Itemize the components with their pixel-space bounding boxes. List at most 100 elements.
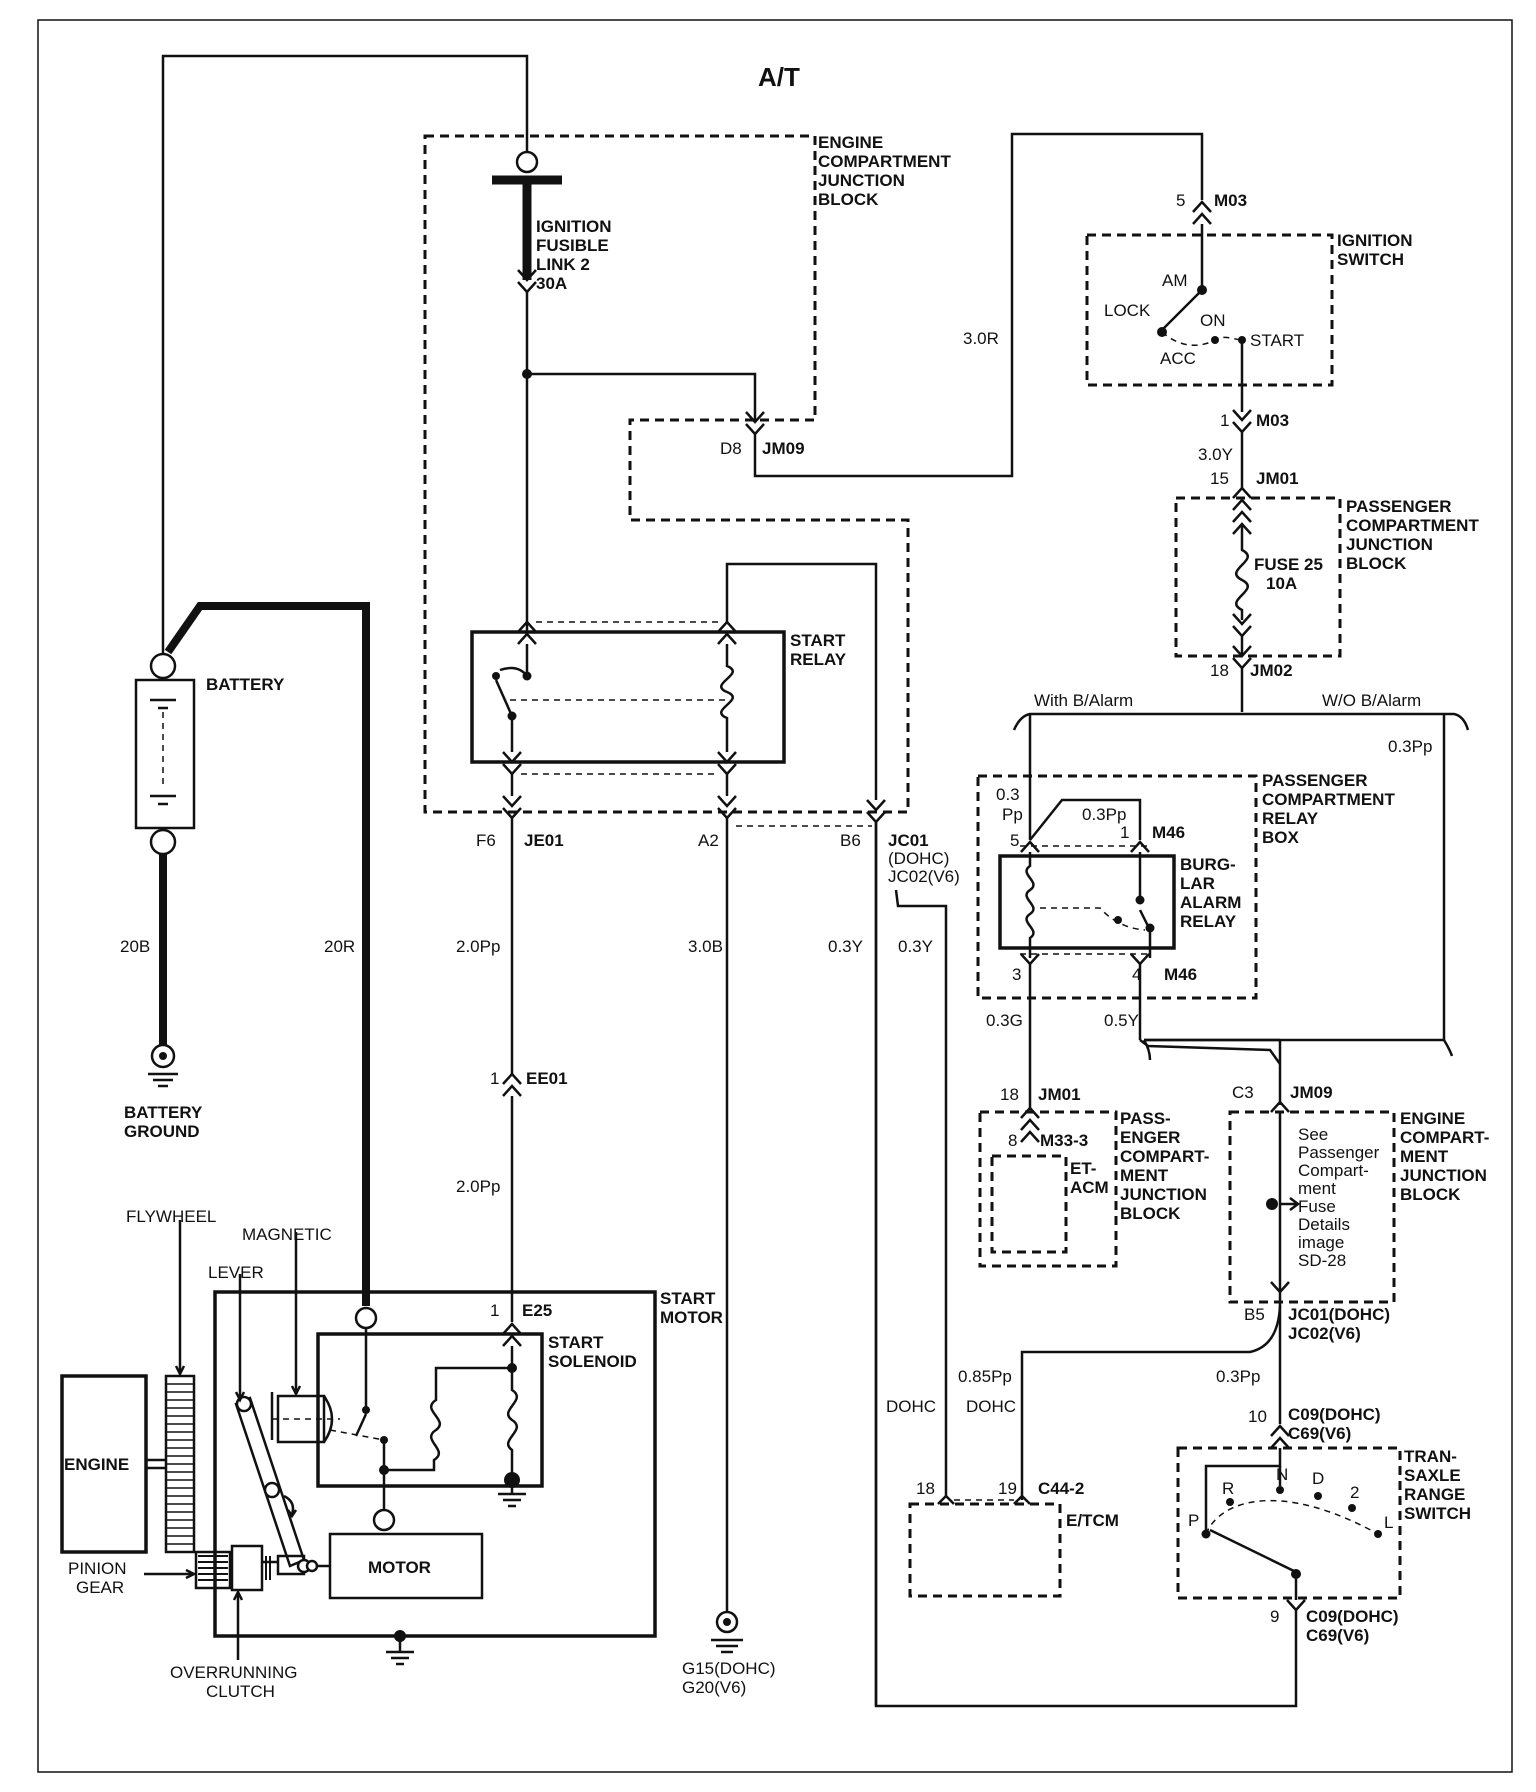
svg-text:BLOCK: BLOCK — [818, 190, 879, 209]
et-acm: ET- ACM — [990, 1154, 1109, 1254]
diagram-title: A/T — [758, 62, 800, 92]
connector-b6: B6 — [840, 831, 861, 850]
engine-compartment-junction-block-bottom: ENGINE COMPART- MENT JUNCTION BLOCK — [1228, 1109, 1489, 1304]
svg-text:CLUTCH: CLUTCH — [206, 1682, 275, 1701]
wire-20r — [164, 602, 370, 1306]
connector-je01: JE01 — [524, 831, 564, 850]
svg-text:RANGE: RANGE — [1404, 1485, 1465, 1504]
option-with-balarm: With B/Alarm — [1034, 691, 1133, 710]
svg-text:See: See — [1298, 1125, 1328, 1144]
svg-text:30A: 30A — [536, 274, 567, 293]
connector-pin5: 5 — [1010, 831, 1019, 850]
svg-text:19: 19 — [998, 1479, 1017, 1498]
svg-text:MAGNETIC: MAGNETIC — [242, 1225, 332, 1244]
connector-jm02: JM02 — [1250, 661, 1293, 680]
svg-text:SWITCH: SWITCH — [1337, 250, 1404, 269]
connector-m03-pin1: 1 — [1220, 411, 1229, 430]
ground-g15: G15(DOHC) G20(V6) — [682, 1610, 776, 1697]
svg-text:BOX: BOX — [1262, 828, 1300, 847]
svg-text:RELAY: RELAY — [790, 650, 847, 669]
wire-label-3-0y: 3.0Y — [1198, 445, 1233, 464]
wire-label-0-85pp: 0.85Pp — [958, 1367, 1012, 1386]
svg-text:ACM: ACM — [1070, 1178, 1109, 1197]
wire-relay-coil-loop — [725, 562, 878, 800]
wire-label-0-3-pp-relay-a: 0.3 — [996, 785, 1020, 804]
svg-text:GROUND: GROUND — [124, 1122, 200, 1141]
pass-compartment-junction-block-bottom: PASS- ENGER COMPART- MENT JUNCTION BLOCK — [978, 1109, 1209, 1268]
wire-to-jm09-d8 — [525, 292, 757, 632]
svg-text:OVERRUNNING: OVERRUNNING — [170, 1663, 298, 1682]
wire-label-0-3-pp-relay-b: Pp — [1002, 805, 1023, 824]
svg-text:BLOCK: BLOCK — [1346, 554, 1407, 573]
svg-text:BURG-: BURG- — [1180, 855, 1236, 874]
wire-label-0-5y: 0.5Y — [1104, 1011, 1139, 1030]
connector-c09-pin9: 9 — [1270, 1607, 1279, 1626]
svg-text:LAR: LAR — [1180, 874, 1215, 893]
burglar-alarm-relay: BURG- LAR ALARM RELAY — [998, 840, 1241, 966]
wire-label-0-3y-a: 0.3Y — [828, 937, 863, 956]
svg-text:FUSIBLE: FUSIBLE — [536, 236, 609, 255]
connector-c69-bottom: C69(V6) — [1306, 1626, 1369, 1645]
battery-ground: BATTERY GROUND — [124, 1043, 203, 1141]
magnetic-plunger: MAGNETIC — [242, 1225, 340, 1444]
svg-text:COMPART-: COMPART- — [1400, 1128, 1489, 1147]
see-note: See Passenger Compart- ment Fuse Details… — [1298, 1125, 1380, 1270]
connector-jc01-top: JC01 — [888, 831, 929, 850]
connector-m03-bottom: M03 — [1256, 411, 1289, 430]
connector-jc02-top: JC02(V6) — [888, 867, 960, 886]
pinion-gear-label: PINION GEAR — [68, 1559, 197, 1597]
wire-label-20b: 20B — [120, 937, 150, 956]
svg-text:JUNCTION: JUNCTION — [1346, 535, 1433, 554]
svg-text:SAXLE: SAXLE — [1404, 1466, 1461, 1485]
svg-text:COMPARTMENT: COMPARTMENT — [1346, 516, 1479, 535]
svg-text:R: R — [1222, 1479, 1234, 1498]
svg-text:image: image — [1298, 1233, 1344, 1252]
svg-text:E/TCM: E/TCM — [1066, 1511, 1119, 1530]
connector-m33-pin8: 8 — [1008, 1131, 1017, 1150]
svg-text:BLOCK: BLOCK — [1120, 1204, 1181, 1223]
connector-d8: D8 — [720, 439, 742, 458]
svg-text:BLOCK: BLOCK — [1400, 1185, 1461, 1204]
svg-text:D: D — [1312, 1469, 1324, 1488]
connector-ee01-pin1: 1 — [490, 1069, 499, 1088]
svg-text:PASSENGER: PASSENGER — [1262, 771, 1368, 790]
svg-text:MENT: MENT — [1120, 1166, 1169, 1185]
connector-m33-3: M33-3 — [1040, 1131, 1088, 1150]
connector-c09-pin10: 10 — [1248, 1407, 1267, 1426]
svg-text:ENGINE: ENGINE — [818, 133, 883, 152]
svg-text:ENGINE: ENGINE — [1400, 1109, 1465, 1128]
svg-text:START: START — [790, 631, 846, 650]
connector-m46-bottom: M46 — [1164, 965, 1197, 984]
svg-text:PASS-: PASS- — [1120, 1109, 1171, 1128]
engine-block: ENGINE — [60, 1374, 148, 1554]
svg-text:SD-28: SD-28 — [1298, 1251, 1346, 1270]
motor: MOTOR — [328, 1508, 484, 1600]
svg-text:PASSENGER: PASSENGER — [1346, 497, 1452, 516]
wire-label-0-3pp-right: 0.3Pp — [1388, 737, 1432, 756]
svg-text:ALARM: ALARM — [1180, 893, 1241, 912]
svg-text:START: START — [548, 1333, 604, 1352]
connector-jm01-pin15: 15 — [1210, 469, 1229, 488]
connector-c69-top: C69(V6) — [1288, 1424, 1351, 1443]
connector-jm01-top: JM01 — [1256, 469, 1299, 488]
svg-text:JUNCTION: JUNCTION — [1120, 1185, 1207, 1204]
svg-text:FUSE 25: FUSE 25 — [1254, 555, 1323, 574]
passenger-compartment-relay-box: PASSENGER COMPARTMENT RELAY BOX — [976, 771, 1395, 1000]
ignition-fusible-link-label: IGNITION FUSIBLE LINK 2 30A — [536, 217, 612, 293]
svg-text:ET-: ET- — [1070, 1159, 1096, 1178]
svg-text:AM: AM — [1162, 271, 1188, 290]
svg-text:2: 2 — [1350, 1483, 1359, 1502]
connector-jm09-c3: C3 — [1232, 1083, 1254, 1102]
connector-m03-top: M03 — [1214, 191, 1247, 210]
wire-label-20r: 20R — [324, 937, 355, 956]
svg-text:COMPART-: COMPART- — [1120, 1147, 1209, 1166]
svg-text:LINK 2: LINK 2 — [536, 255, 590, 274]
fusible-link-terminal — [515, 150, 539, 174]
connector-jm09-top: JM09 — [762, 439, 805, 458]
wire-label-3-0r: 3.0R — [963, 329, 999, 348]
svg-text:N: N — [1276, 1465, 1288, 1484]
connector-m46-pin4: 4 — [1132, 965, 1141, 984]
page-frame — [37, 19, 1513, 1773]
wire-label-0-3pp-bottom: 0.3Pp — [1216, 1367, 1260, 1386]
